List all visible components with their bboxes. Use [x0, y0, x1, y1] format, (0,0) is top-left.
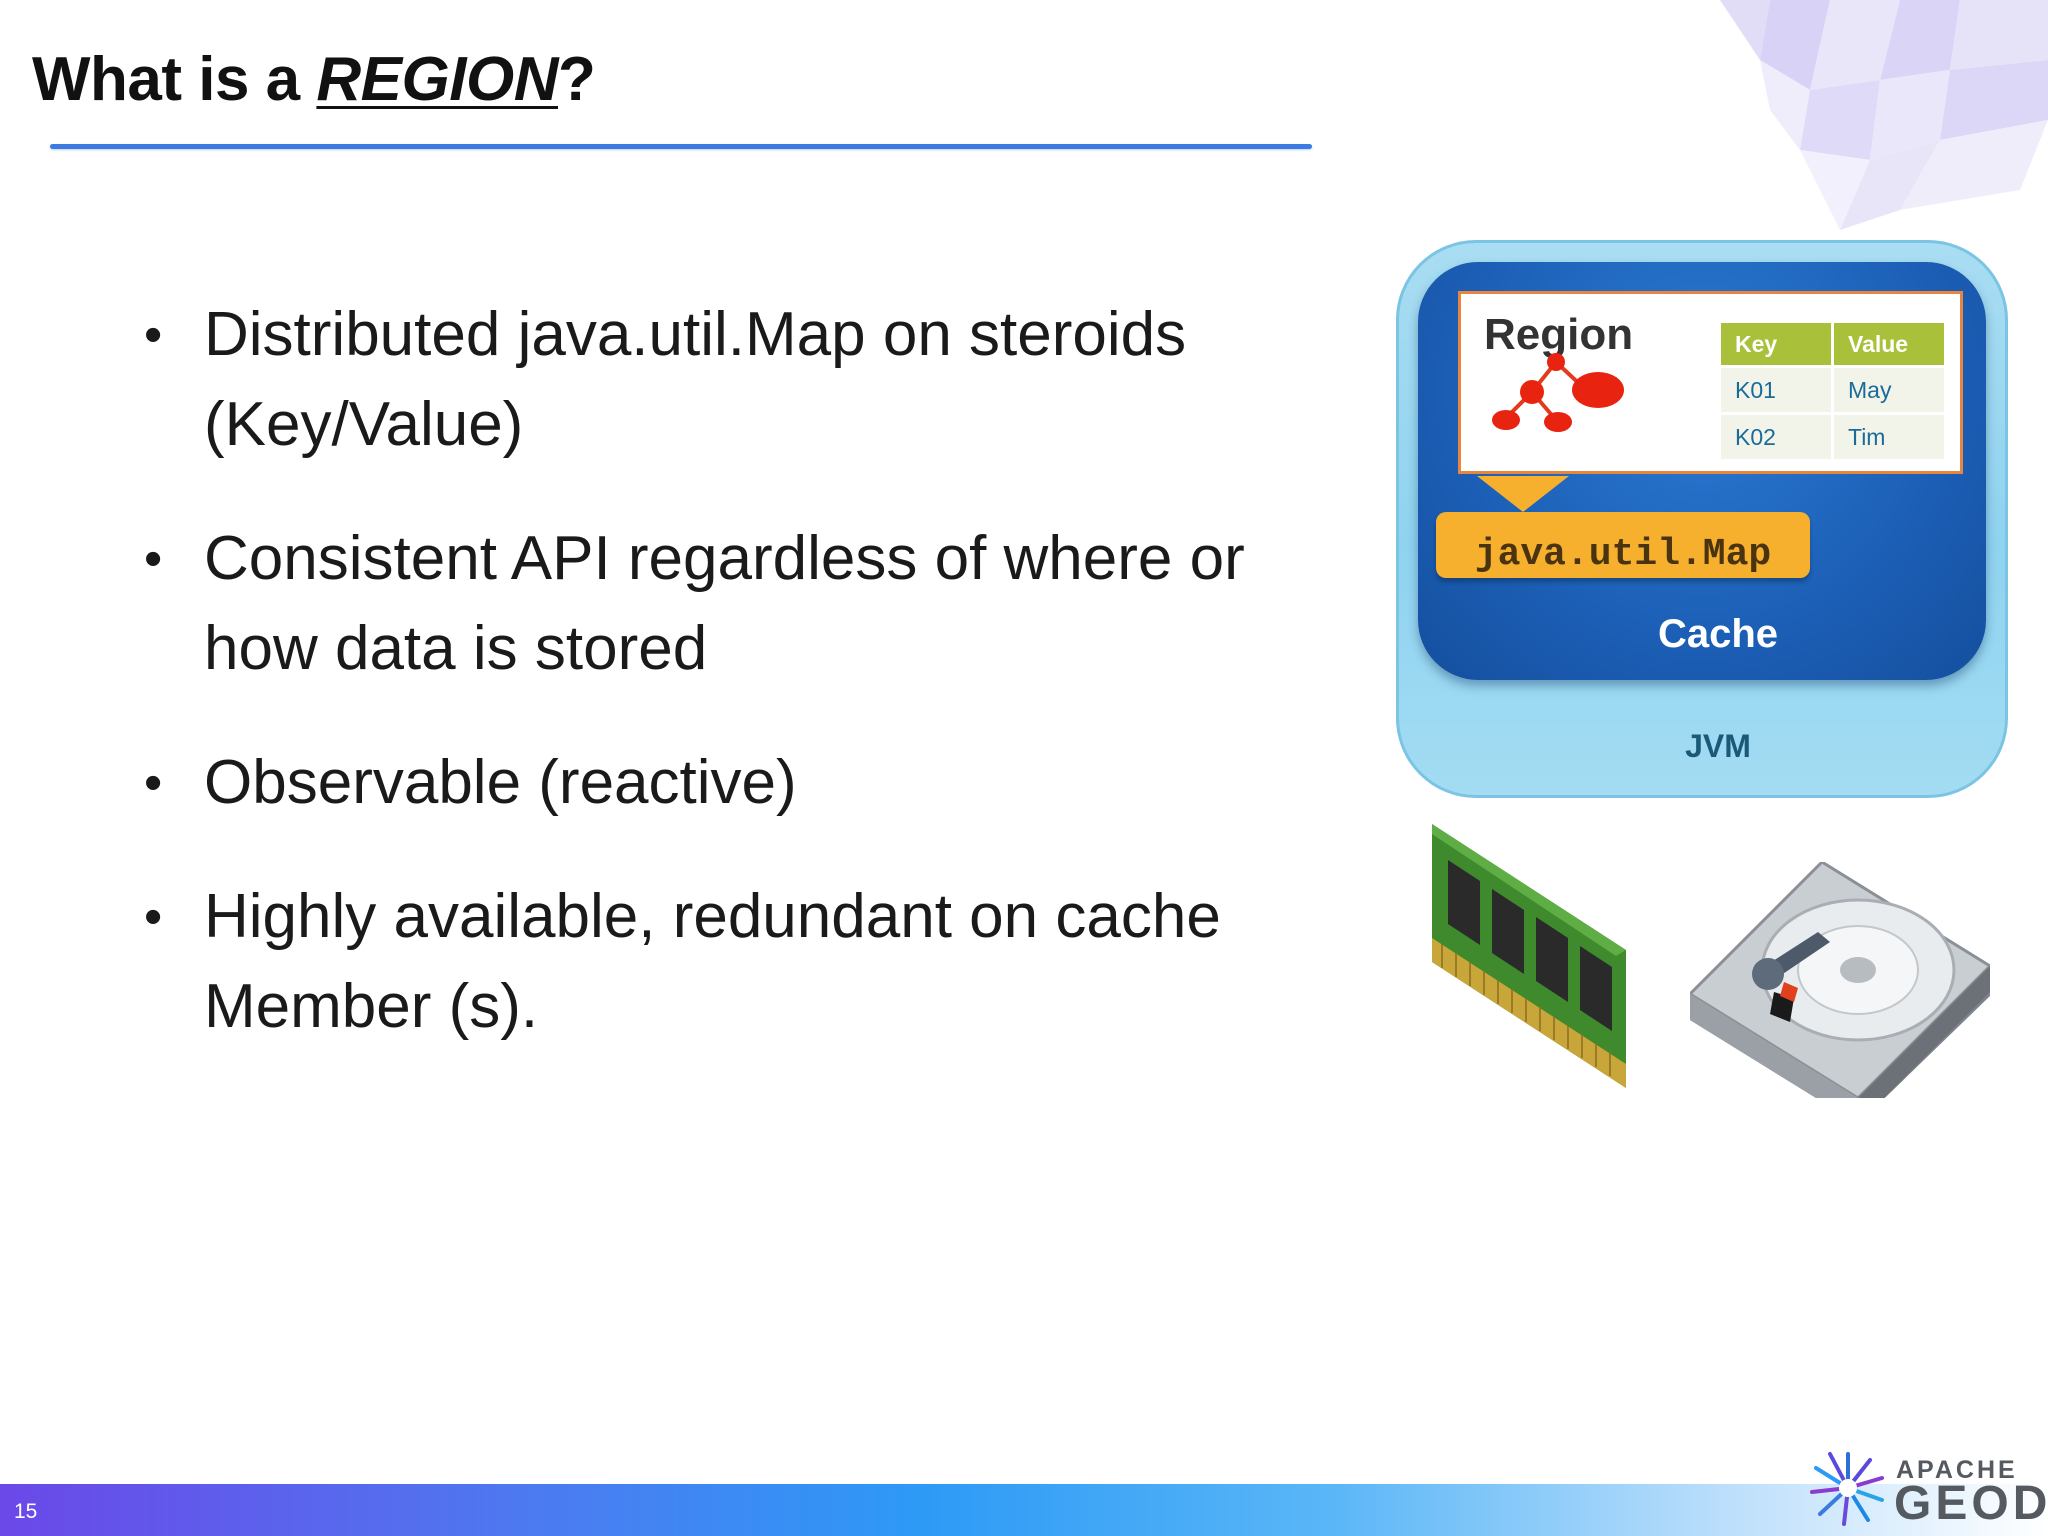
title-suffix: ? — [557, 45, 596, 114]
java-util-map-box — [1436, 512, 1810, 578]
title-underline-rule — [50, 144, 1312, 149]
footer-gradient-bar — [0, 1484, 2048, 1536]
bullet-item: • Consistent API regardless of where or h… — [140, 514, 1260, 694]
bullet-text: Observable (reactive) — [204, 748, 797, 817]
region-label: Region — [1484, 310, 1634, 359]
bullet-text: Distributed java.util.Map on steroids (K… — [204, 300, 1187, 459]
table-header-row: Key Value — [1721, 323, 1944, 365]
bullet-text: Consistent API regardless of where or ho… — [204, 524, 1245, 683]
title-prefix: What is a — [32, 45, 317, 114]
java-util-map-label: java.util.Map — [1474, 533, 1772, 576]
table-row: K02 Tim — [1721, 415, 1944, 459]
geode-logo-icon — [1810, 1452, 1884, 1526]
cache-label: Cache — [1657, 612, 1779, 656]
bullet-dot-icon: • — [144, 530, 163, 588]
key-value-table: Key Value K01 May K02 Tim — [1718, 320, 1947, 462]
bullet-dot-icon: • — [144, 888, 163, 946]
bullet-dot-icon: • — [144, 306, 163, 364]
jvm-label: JVM — [1685, 728, 1751, 764]
table-cell: K02 — [1721, 415, 1831, 459]
table-cell: May — [1834, 368, 1944, 412]
table-header-value: Value — [1834, 323, 1944, 365]
table-row: K01 May — [1721, 368, 1944, 412]
bullet-text: Highly available, redundant on cache Mem… — [204, 882, 1221, 1041]
slide-title: What is a REGION? — [32, 44, 596, 115]
bullet-item: • Observable (reactive) — [140, 738, 1260, 828]
logo-apache-text: APACHE — [1896, 1456, 2018, 1484]
table-cell: Tim — [1834, 415, 1944, 459]
bullet-list: • Distributed java.util.Map on steroids (… — [140, 290, 1260, 1096]
bullet-item: • Highly available, redundant on cache Me… — [140, 872, 1260, 1052]
slide-number: 15 — [14, 1500, 38, 1523]
bullet-item: • Distributed java.util.Map on steroids (… — [140, 290, 1260, 470]
table-header-key: Key — [1721, 323, 1831, 365]
title-emphasis: REGION — [316, 45, 558, 114]
table-cell: K01 — [1721, 368, 1831, 412]
crystal-decoration-icon — [1720, 0, 2048, 230]
bullet-dot-icon: • — [144, 754, 163, 812]
region-map-connector — [1477, 476, 1569, 512]
ram-module-icon — [1432, 824, 1626, 1088]
logo-geode-text: GEODE — [1894, 1477, 2048, 1530]
hard-drive-icon — [1690, 862, 1990, 1098]
region-graph-icon — [1492, 353, 1624, 432]
